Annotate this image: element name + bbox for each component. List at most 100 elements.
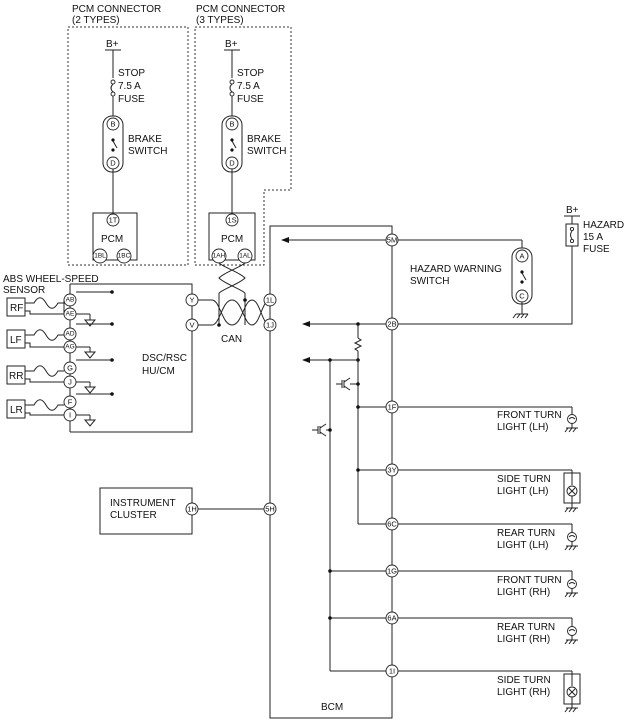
svg-text:3Y: 3Y — [387, 466, 396, 475]
svg-text:AD: AD — [65, 331, 74, 338]
transistor-lh-icon — [341, 377, 351, 391]
svg-text:C: C — [519, 292, 525, 301]
svg-text:B: B — [229, 120, 234, 129]
fuse-amp-label-2: 7.5 A — [118, 81, 141, 92]
side-turn-lh-label1: SIDE TURN — [497, 474, 551, 485]
svg-text:1S: 1S — [227, 216, 236, 225]
fuse-label-2: FUSE — [118, 94, 145, 105]
fuse-amp-label-3: 7.5 A — [237, 81, 260, 92]
rear-turn-lh-bulb-icon — [567, 532, 577, 542]
pcm-connector-3-title: PCM CONNECTOR — [196, 4, 285, 15]
instrument-cluster-label2: CLUSTER — [110, 510, 157, 521]
stop-fuse-2-icon — [110, 79, 116, 85]
can-bus: CAN — [198, 262, 271, 345]
svg-text:1J: 1J — [266, 321, 274, 330]
abs-label-line2: SENSOR — [3, 285, 45, 296]
sensor-lf-label: LF — [10, 335, 22, 346]
hazard-warning-switch: HAZARD WARNING SWITCH A C — [398, 239, 533, 319]
hazard-ws-label2: SWITCH — [410, 276, 449, 287]
rear-turn-rh-bulb-icon — [567, 626, 577, 636]
pcm-label-2: PCM — [101, 234, 123, 245]
hazard-amp-label: 15 A — [583, 232, 603, 243]
brake-label-2: BRAKE — [128, 134, 162, 145]
pcm-connector-3-types: PCM CONNECTOR (3 TYPES) B+ STOP 7.5 A FU… — [194, 4, 292, 266]
resistor-icon — [353, 337, 363, 352]
sensor-lr — [6, 399, 26, 419]
bcm: BCM 1L 1J 5H 5M 2B 1F 3Y 6C 1G 6A 1I — [263, 225, 399, 719]
pcm-connector-2-subtitle: (2 TYPES) — [72, 15, 120, 26]
svg-text:Y: Y — [189, 296, 194, 305]
sensor-lr-label: LR — [10, 405, 23, 416]
sensor-rr — [6, 365, 26, 385]
abs-label-line1: ABS WHEEL-SPEED — [3, 274, 99, 285]
front-turn-rh-label2: LIGHT (RH) — [497, 587, 550, 598]
svg-text:1F: 1F — [388, 403, 397, 412]
sensor-lf — [6, 329, 26, 349]
front-turn-rh-label1: FRONT TURN — [497, 575, 562, 586]
rear-turn-rh-label1: REAR TURN — [497, 622, 555, 633]
side-turn-lh-label2: LIGHT (LH) — [497, 486, 549, 497]
svg-text:B: B — [110, 120, 115, 129]
side-turn-rh-label1: SIDE TURN — [497, 675, 551, 686]
pcm-connector-2-border — [67, 26, 189, 266]
arrow-2b-icon — [302, 321, 310, 327]
svg-text:F: F — [68, 398, 73, 407]
hazard-ws-label1: HAZARD WARNING — [410, 264, 502, 275]
svg-text:V: V — [189, 321, 194, 330]
svg-text:1G: 1G — [387, 567, 397, 576]
stop-label-2: STOP — [118, 68, 145, 79]
bplus-label-hazard: B+ — [566, 205, 579, 216]
svg-text:D: D — [229, 159, 235, 168]
arrow-flasher-icon — [302, 357, 310, 363]
transistor-rh-icon — [317, 423, 327, 437]
rear-turn-rh-label2: LIGHT (RH) — [497, 634, 550, 645]
svg-text:AB: AB — [66, 297, 75, 304]
svg-text:6C: 6C — [387, 520, 397, 529]
switch-label-2: SWITCH — [128, 146, 167, 157]
sensor-rf — [6, 297, 26, 317]
stop-fuse-3-icon — [229, 79, 235, 85]
hazard-fuse-label: FUSE — [583, 244, 610, 255]
svg-text:A: A — [519, 252, 524, 261]
svg-text:5M: 5M — [387, 236, 397, 245]
pcm-connector-3-subtitle: (3 TYPES) — [196, 15, 244, 26]
front-turn-lh-label1: FRONT TURN — [497, 410, 562, 421]
sensor-rf-label: RF — [10, 303, 23, 314]
svg-text:1BL: 1BL — [94, 253, 106, 260]
switch-label-3: SWITCH — [247, 146, 286, 157]
svg-text:2B: 2B — [387, 320, 396, 329]
hazard-fuse: B+ HAZARD 15 A FUSE — [398, 205, 624, 325]
pcm-connector-3-border — [194, 26, 292, 266]
svg-text:D: D — [110, 159, 116, 168]
rear-turn-lh-label1: REAR TURN — [497, 528, 555, 539]
svg-text:1T: 1T — [109, 216, 118, 225]
turn-lights: FRONT TURN LIGHT (LH) SIDE TURN LIGHT (L… — [398, 406, 581, 713]
sensor-rr-label: RR — [9, 371, 23, 382]
stop-label-3: STOP — [237, 68, 264, 79]
svg-text:1H: 1H — [187, 505, 197, 514]
fuse-label-3: FUSE — [237, 94, 264, 105]
pcm-connector-2-title: PCM CONNECTOR — [72, 4, 161, 15]
pcm-connector-2-types: PCM CONNECTOR (2 TYPES) B+ STOP 7.5 A FU… — [67, 4, 189, 266]
front-turn-lh-bulb-icon — [567, 414, 577, 424]
bplus-label-2: B+ — [106, 39, 119, 50]
bplus-label-3: B+ — [225, 39, 238, 50]
svg-text:J: J — [68, 378, 72, 387]
svg-text:G: G — [67, 364, 73, 373]
pcm-label-3: PCM — [221, 234, 243, 245]
instrument-cluster: INSTRUMENT CLUSTER 1H — [99, 487, 264, 535]
svg-text:1AL: 1AL — [239, 253, 251, 260]
svg-text:AG: AG — [65, 344, 74, 351]
svg-text:I: I — [69, 411, 71, 420]
svg-text:5H: 5H — [265, 505, 275, 514]
svg-text:1AH: 1AH — [213, 253, 226, 260]
dsc-box — [70, 283, 193, 433]
svg-text:AE: AE — [66, 311, 75, 318]
can-label: CAN — [221, 334, 242, 345]
side-turn-rh-label2: LIGHT (RH) — [497, 687, 550, 698]
dsc-label-line1: DSC/RSC — [142, 353, 187, 364]
svg-text:1L: 1L — [266, 296, 274, 305]
rear-turn-lh-label2: LIGHT (LH) — [497, 540, 549, 551]
